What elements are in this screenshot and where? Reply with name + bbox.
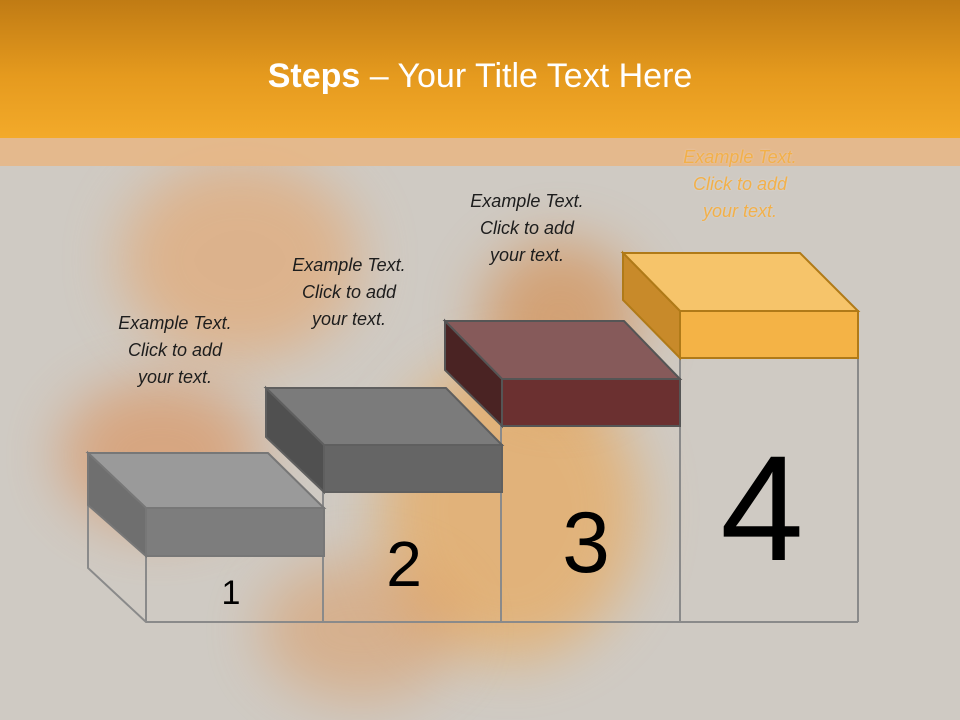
title-bar — [0, 0, 960, 138]
step-block-3[interactable] — [442, 318, 683, 429]
background-fire — [120, 160, 360, 360]
caption-line: Click to add — [479, 218, 575, 238]
slide-title[interactable]: Steps – Your Title Text Here — [0, 54, 960, 98]
title-rest: – Your Title Text Here — [360, 57, 693, 95]
step-block-4[interactable] — [620, 250, 861, 361]
step-number-2: 2 — [386, 528, 422, 600]
step-caption-4[interactable]: Example Text. Click to add your text. — [655, 144, 825, 225]
step-number-1: 1 — [222, 574, 241, 612]
caption-line: your text. — [137, 367, 213, 387]
caption-line: Click to add — [127, 340, 223, 360]
caption-line: Click to add — [301, 282, 397, 302]
step-number-3: 3 — [562, 495, 610, 591]
step-caption-2[interactable]: Example Text. Click to add your text. — [264, 252, 434, 333]
caption-line: your text. — [311, 309, 387, 329]
step-caption-1[interactable]: Example Text. Click to add your text. — [90, 310, 260, 391]
caption-line: Example Text. — [118, 313, 232, 333]
background-fire — [260, 560, 460, 700]
step-caption-3[interactable]: Example Text. Click to add your text. — [442, 188, 612, 269]
caption-line: Click to add — [692, 174, 788, 194]
step-block-1[interactable] — [85, 450, 327, 559]
caption-line: Example Text. — [683, 147, 797, 167]
step-number-4: 4 — [720, 424, 803, 592]
title-band — [0, 138, 960, 166]
caption-line: your text. — [489, 245, 565, 265]
caption-line: Example Text. — [292, 255, 406, 275]
step-block-2[interactable] — [263, 385, 505, 495]
caption-line: your text. — [702, 201, 778, 221]
title-bold: Steps — [267, 57, 361, 95]
caption-line: Example Text. — [470, 191, 584, 211]
